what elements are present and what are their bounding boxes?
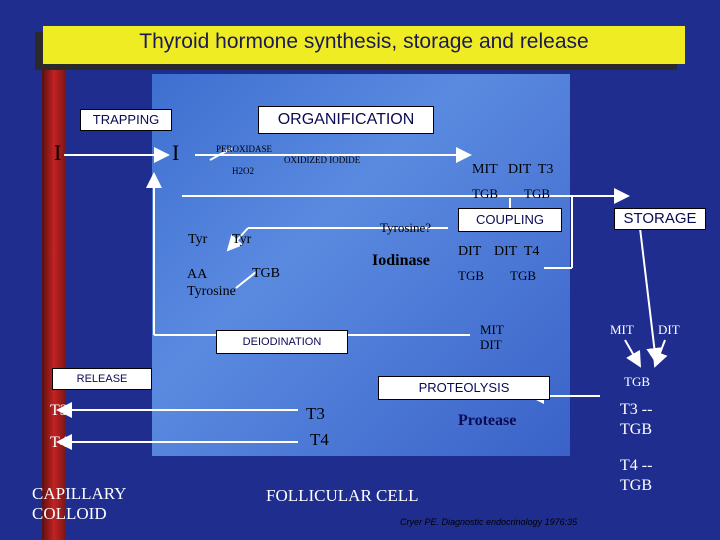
deiodination-label: DEIODINATION (216, 330, 348, 354)
protease-label: Protease (458, 412, 517, 429)
tgb-aa-label: TGB (252, 266, 280, 281)
storage-t3-tgb-label: T3 -- TGB (620, 401, 653, 438)
t3-outside-label: T3 (50, 402, 68, 419)
mit-dit-label: MIT DIT (480, 322, 504, 352)
coupling-label: COUPLING (458, 208, 562, 232)
tyr-arrow (226, 227, 249, 252)
capillary-wall-bar (42, 52, 66, 540)
tyr-label-1: Tyr (188, 232, 208, 247)
storage-t4-tgb-label: T4 -- TGB (620, 457, 653, 494)
mit-label: MIT (472, 162, 498, 177)
dit-t3-label: DIT T3 (508, 162, 554, 177)
tgb-label-4: TGB (510, 268, 536, 283)
capillary-colloid-label: CAPILLARY COLLOID (32, 484, 127, 523)
trapping-label: TRAPPING (80, 109, 172, 131)
tgb-label-2: TGB (524, 186, 550, 201)
storage-label: STORAGE (614, 208, 706, 230)
dit-label: DIT (458, 244, 482, 259)
aa-tgb-link (235, 271, 257, 289)
dit-t4-label: DIT T4 (494, 244, 540, 259)
oxidized-iodide-label: OXIDIZED IODIDE (284, 155, 361, 165)
tgb-label-1: TGB (472, 186, 498, 201)
h2o2-label: H2O2 (232, 166, 254, 176)
organification-label: ORGANIFICATION (258, 106, 434, 134)
iodinase-label: Iodinase (372, 252, 430, 269)
peroxidase-tick (209, 147, 233, 161)
proteolysis-label: PROTEOLYSIS (378, 376, 550, 400)
iodide-outside: I (54, 140, 62, 165)
aa-tyrosine-label: AA Tyrosine (187, 267, 236, 299)
storage-tgb-label: TGB (624, 374, 650, 389)
follicular-cell-label: FOLLICULAR CELL (266, 486, 419, 505)
t3-inside-label: T3 (306, 404, 325, 423)
mit-to-tgb-arrow (624, 339, 641, 368)
citation-label: Cryer PE. Diagnostic endocrinology 1976:… (400, 517, 578, 527)
t4-outside-label: T4 (50, 434, 68, 451)
t4-inside-label: T4 (310, 430, 329, 449)
storage-dit-label: DIT (658, 322, 680, 337)
page-title: Thyroid hormone synthesis, storage and r… (139, 30, 589, 53)
tyr-label-2: Tyr (232, 232, 252, 247)
title-bar (43, 26, 685, 64)
storage-down-arrow (639, 227, 663, 364)
tgb-label-3: TGB (458, 268, 484, 283)
storage-mit-label: MIT (610, 322, 634, 337)
peroxidase-label: PEROXIDASE (216, 144, 273, 154)
iodide-inside: I (172, 140, 180, 165)
dit-to-tgb-arrow (652, 339, 668, 368)
release-label: RELEASE (52, 368, 152, 390)
tyrosine-q-label: Tyrosine? (380, 220, 432, 235)
